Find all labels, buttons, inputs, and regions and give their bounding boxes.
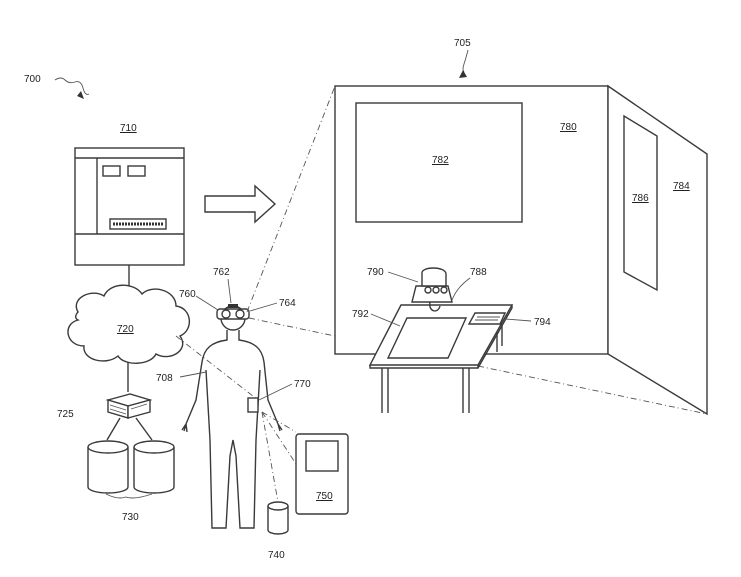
- storage-db-link-1: [106, 417, 121, 441]
- label-table: 792: [352, 309, 369, 320]
- environment-arrow: [462, 49, 469, 73]
- label-camera-right: 764: [279, 298, 296, 309]
- leader-camera-left: [227, 278, 232, 304]
- room: [334, 84, 708, 416]
- cloud-icon: [67, 284, 190, 364]
- storage-server-icon: [105, 393, 153, 419]
- database-brace: [105, 493, 153, 499]
- database-icon-2: [133, 440, 175, 494]
- system-arrow: [54, 77, 90, 95]
- environment-arrowhead: [459, 70, 467, 78]
- label-sensor: 740: [268, 550, 285, 561]
- sensor-icon: [267, 501, 289, 535]
- projection-arrow-icon: [204, 184, 277, 224]
- label-cloud: 720: [117, 324, 134, 335]
- sensor-link-2: [261, 411, 301, 471]
- storage-db-link-2: [135, 417, 153, 441]
- computer-icon: [295, 433, 349, 515]
- leader-head-device: [195, 295, 219, 311]
- label-object-790: 790: [367, 267, 384, 278]
- label-databases: 730: [122, 512, 139, 523]
- label-wall-display: 782: [432, 155, 449, 166]
- wearable-device-icon: [247, 397, 259, 413]
- leader-paper: [504, 318, 532, 322]
- leader-camera-right: [249, 302, 278, 312]
- label-computer: 750: [316, 491, 333, 502]
- person-figure: [181, 305, 283, 529]
- side-window: [623, 114, 658, 292]
- desk-phone-icon: [411, 267, 453, 312]
- head-mounted-device-icon: [216, 304, 250, 320]
- label-camera-left: 762: [213, 267, 230, 278]
- label-object-788: 788: [470, 267, 487, 278]
- leader-object-788: [451, 277, 471, 301]
- system-arrowhead: [77, 91, 84, 99]
- label-wearable: 770: [294, 379, 311, 390]
- label-storage-server: 725: [57, 409, 74, 420]
- label-head-device: 760: [179, 289, 196, 300]
- view-line-top: [246, 85, 336, 313]
- database-icon-1: [87, 440, 129, 494]
- label-person: 708: [156, 373, 173, 384]
- label-wall-front: 780: [560, 122, 577, 133]
- sensor-link-1: [261, 411, 279, 503]
- wall-display: [355, 102, 523, 223]
- leader-object-790: [387, 271, 419, 283]
- leader-person: [179, 371, 207, 378]
- label-server: 710: [120, 123, 137, 134]
- label-environment: 705: [454, 38, 471, 49]
- label-side-window: 786: [632, 193, 649, 204]
- leader-table: [370, 313, 401, 327]
- paper-icon: [467, 312, 507, 325]
- label-paper: 794: [534, 317, 551, 328]
- label-wall-side: 784: [673, 181, 690, 192]
- cloud-wearable-link: [175, 335, 259, 401]
- server-icon: [74, 147, 185, 266]
- leader-wearable: [258, 383, 293, 401]
- label-system: 700: [24, 74, 41, 85]
